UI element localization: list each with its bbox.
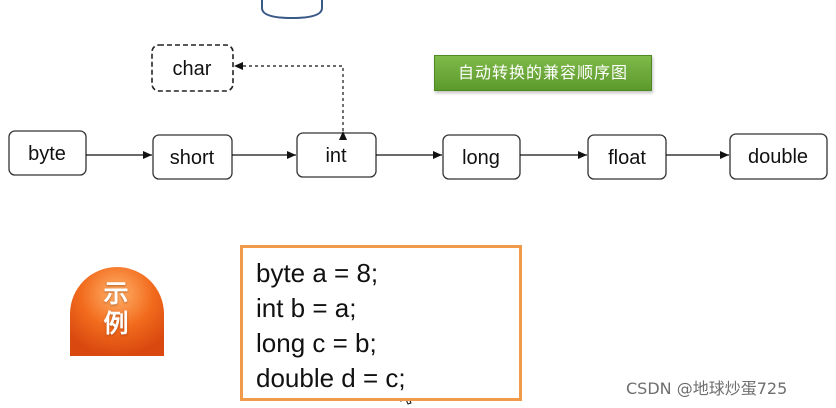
watermark: CSDN @地球炒蛋725: [626, 379, 788, 398]
code-example-box: byte a = 8; int b = a; long c = b; doubl…: [240, 245, 522, 401]
edge-char-int: [234, 62, 347, 140]
node-char: char: [151, 44, 234, 92]
node-byte: byte: [8, 130, 87, 176]
node-long-label: long: [462, 147, 500, 169]
node-double-box: [729, 133, 828, 180]
node-short-label: short: [170, 147, 215, 169]
diagram-title-banner: 自动转换的兼容顺序图: [434, 55, 652, 91]
node-int-label: int: [325, 145, 347, 167]
node-byte-box: [8, 130, 87, 176]
node-char-label: char: [173, 58, 212, 80]
node-double: double: [729, 133, 828, 180]
example-badge-char-1: 示: [103, 279, 129, 308]
code-line-1: byte a = 8;: [256, 258, 379, 288]
code-line-3: long c = b;: [256, 328, 377, 358]
node-float: float: [587, 134, 667, 180]
node-char-box: [151, 44, 234, 92]
node-long: long: [442, 134, 521, 180]
example-badge: [70, 267, 164, 356]
node-float-box: [587, 134, 667, 180]
example-badge-text: 示 例: [64, 268, 168, 360]
node-short: short: [152, 134, 233, 180]
partial-top-shape: [261, 0, 323, 20]
code-line-4: double d = c;: [256, 363, 406, 393]
node-double-label: double: [748, 146, 808, 168]
node-int: int: [296, 132, 377, 178]
node-short-box: [152, 134, 233, 180]
example-badge-char-2: 例: [103, 309, 129, 338]
node-byte-label: byte: [28, 143, 66, 165]
node-long-box: [442, 134, 521, 180]
node-float-label: float: [608, 147, 646, 169]
code-line-2: int b = a;: [256, 293, 357, 323]
example-badge-shape: [70, 267, 164, 356]
